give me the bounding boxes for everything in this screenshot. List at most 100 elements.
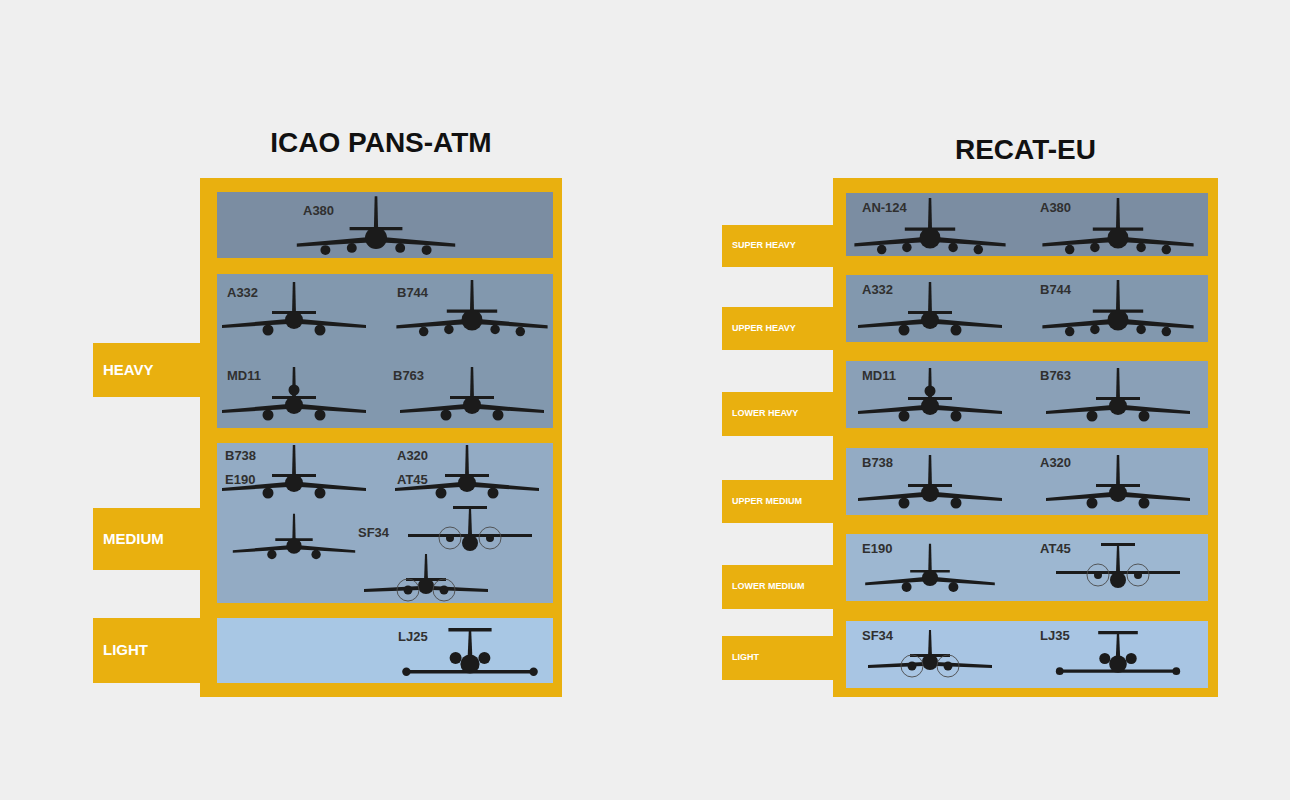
scheme-title: ICAO PANS-ATM [270, 127, 491, 158]
aircraft-code: SF34 [862, 628, 893, 643]
code-holder: LJ25 [398, 627, 428, 645]
code-holder: B744 [397, 283, 428, 301]
code-holder: MD11 [227, 366, 261, 384]
aircraft-code: A380 [303, 203, 334, 218]
aircraft-code: AN-124 [862, 200, 907, 215]
code-holder: B763 [1040, 366, 1071, 384]
category-band: LOWER HEAVYMD11B763 [846, 361, 1208, 428]
category-tab: LIGHT [722, 636, 846, 680]
scheme-title: RECAT-EU [955, 134, 1096, 165]
aircraft-code: B738 [862, 455, 893, 470]
category-tab: LOWER MEDIUM [722, 565, 846, 609]
category-band: HEAVYA332B744MD11B763 [217, 274, 553, 428]
aircraft-silhouette [854, 198, 1005, 254]
aircraft-silhouette [858, 368, 1002, 422]
code-holder: E190 [862, 539, 892, 557]
aircraft-silhouette [858, 282, 1002, 336]
aircraft-code: A320 [1040, 455, 1071, 470]
code-holder: SF34 [358, 523, 389, 541]
category-label: UPPER MEDIUM [732, 497, 802, 507]
code-holder: AT45 [397, 470, 428, 488]
category-band: LIGHTSF34LJ35 [846, 621, 1208, 688]
aircraft-code: MD11 [227, 368, 261, 383]
title-holder: ICAO PANS-ATM [200, 126, 562, 160]
aircraft-code: AT45 [397, 472, 428, 487]
aircraft-silhouette [402, 628, 538, 676]
aircraft-silhouette [222, 445, 366, 499]
code-holder: A320 [397, 446, 428, 464]
category-label: LIGHT [103, 642, 148, 659]
category-tab: UPPER MEDIUM [722, 480, 846, 523]
aircraft-code: LJ25 [398, 629, 428, 644]
category-band: MEDIUMB738A320E190AT45SF34 [217, 443, 553, 603]
aircraft-silhouette [396, 280, 547, 336]
aircraft-silhouette [364, 554, 488, 601]
code-holder: AT45 [1040, 539, 1071, 557]
aircraft-code: A332 [862, 282, 893, 297]
aircraft-silhouette [408, 506, 532, 551]
aircraft-silhouette [395, 445, 539, 499]
aircraft-code: A332 [227, 285, 258, 300]
code-holder: A380 [303, 201, 334, 219]
code-holder: B738 [862, 453, 893, 471]
aircraft-silhouette [400, 367, 544, 421]
aircraft-code: B744 [1040, 282, 1071, 297]
code-holder: SF34 [862, 626, 893, 644]
code-holder: A320 [1040, 453, 1071, 471]
category-band: LIGHTLJ25 [217, 618, 553, 683]
code-holder: A332 [227, 283, 258, 301]
category-label: UPPER HEAVY [732, 324, 796, 334]
category-label: LIGHT [732, 653, 759, 663]
code-holder: AN-124 [862, 198, 907, 216]
category-band: LOWER MEDIUME190AT45 [846, 534, 1208, 601]
aircraft-silhouette [858, 455, 1002, 509]
code-holder: B744 [1040, 280, 1071, 298]
category-label: LOWER HEAVY [732, 409, 798, 419]
code-holder: E190 [225, 470, 255, 488]
aircraft-silhouette [1042, 198, 1193, 254]
category-tab: LOWER HEAVY [722, 392, 846, 436]
category-band: UPPER MEDIUMB738A320 [846, 448, 1208, 515]
category-label: MEDIUM [103, 531, 164, 548]
category-label: HEAVY [103, 362, 154, 379]
aircraft-code: A320 [397, 448, 428, 463]
aircraft-code: LJ35 [1040, 628, 1070, 643]
aircraft-silhouette [1056, 543, 1180, 588]
aircraft-code: E190 [862, 541, 892, 556]
aircraft-silhouette [865, 544, 995, 592]
code-holder: B763 [393, 366, 424, 384]
aircraft-silhouette [297, 196, 455, 255]
category-band: UPPER HEAVYA332B744 [846, 275, 1208, 342]
aircraft-code: A380 [1040, 200, 1071, 215]
aircraft-silhouette [1056, 631, 1180, 675]
aircraft-code: SF34 [358, 525, 389, 540]
code-holder: A380 [1040, 198, 1071, 216]
code-holder: A332 [862, 280, 893, 298]
category-label: SUPER HEAVY [732, 241, 796, 251]
category-panel: ICAO PANS-ATMA380HEAVYA332B744MD11B763ME… [200, 178, 562, 697]
aircraft-code: AT45 [1040, 541, 1071, 556]
title-holder: RECAT-EU [833, 133, 1218, 167]
aircraft-code: B744 [397, 285, 428, 300]
aircraft-code: MD11 [862, 368, 896, 383]
aircraft-silhouette [222, 282, 366, 336]
aircraft-silhouette [1042, 280, 1193, 336]
aircraft-silhouette [222, 367, 366, 421]
code-holder: LJ35 [1040, 626, 1070, 644]
code-holder: MD11 [862, 366, 896, 384]
aircraft-silhouette [1046, 368, 1190, 422]
aircraft-silhouette [868, 630, 992, 677]
category-panel: RECAT-EUSUPER HEAVYAN-124A380UPPER HEAVY… [833, 178, 1218, 697]
category-tab: MEDIUM [93, 508, 217, 570]
aircraft-silhouette [1046, 455, 1190, 509]
category-label: LOWER MEDIUM [732, 582, 805, 592]
aircraft-code: B763 [393, 368, 424, 383]
category-tab: HEAVY [93, 343, 217, 397]
category-tab: LIGHT [93, 618, 217, 683]
category-band: A380 [217, 192, 553, 258]
code-holder: B738 [225, 446, 256, 464]
aircraft-code: B763 [1040, 368, 1071, 383]
category-tab: UPPER HEAVY [722, 307, 846, 350]
